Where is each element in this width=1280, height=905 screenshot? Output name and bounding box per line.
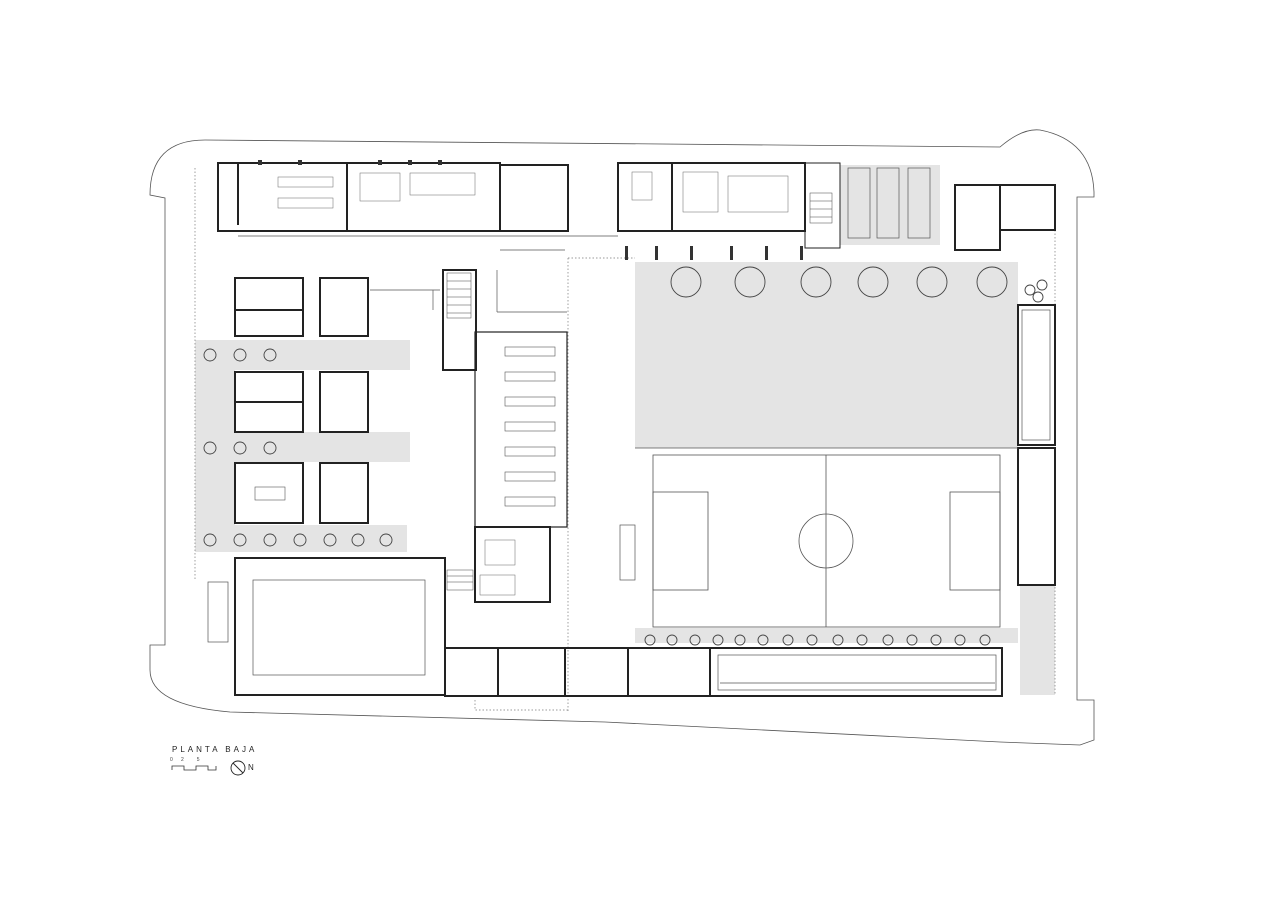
hall-tables (254, 346, 556, 507)
drawing-title: PLANTA BAJA (172, 745, 258, 754)
scale-bar (171, 765, 217, 771)
stairs (446, 192, 833, 591)
scale-labels: 0 2 5 (170, 757, 200, 763)
site-outline (149, 129, 1095, 746)
trees (203, 266, 1048, 646)
building-walls (217, 162, 1056, 697)
football-field (635, 447, 1018, 628)
paved-areas (195, 165, 1055, 695)
north-arrow-icon (230, 760, 246, 776)
scale-label-5: 5 (196, 757, 201, 763)
scale-label-0: 0 (170, 757, 174, 763)
interior-lines (207, 167, 1051, 691)
classroom-desks (277, 171, 789, 596)
north-label: N (248, 763, 254, 772)
colonnade-columns (258, 160, 803, 260)
scale-label-2: 2 (180, 757, 185, 763)
